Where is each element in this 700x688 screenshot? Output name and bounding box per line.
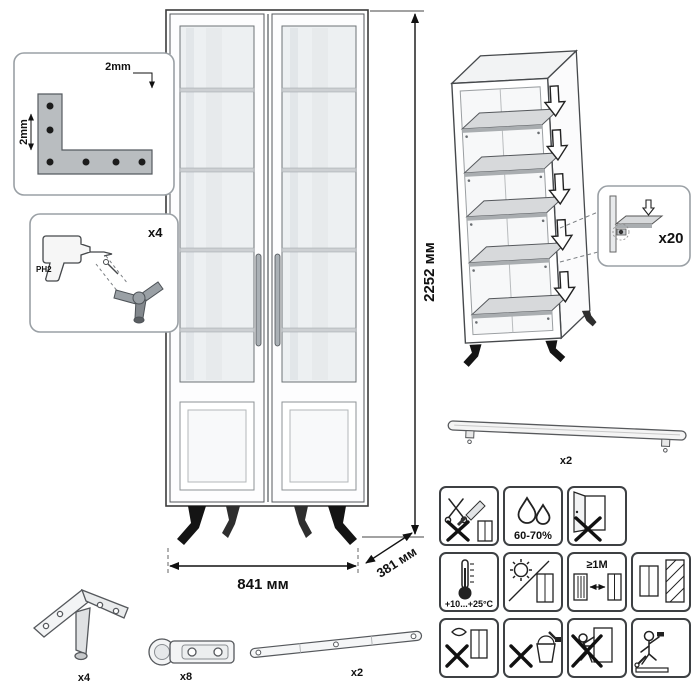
care-icon-no-solvents xyxy=(503,618,563,678)
no-climb-x-icon xyxy=(571,627,613,668)
leg-count-label: x4 xyxy=(78,672,91,684)
depth-dimension: 381 мм xyxy=(365,532,420,581)
care-icon-no-climbing xyxy=(567,618,627,678)
down-arrow-icon xyxy=(641,199,656,216)
right-door-handle xyxy=(274,253,281,347)
no-wet-clean-x-icon xyxy=(445,627,488,668)
wall-hatch-icon xyxy=(665,559,685,603)
drill-assembly-count-label: x4 xyxy=(148,225,163,240)
care-icon-humidity: 60-70% xyxy=(503,486,563,546)
drill-icon xyxy=(42,235,91,282)
corner-bracket-icon xyxy=(37,93,153,175)
drill-bit-label: PH2 xyxy=(36,265,52,274)
cabinet-legs xyxy=(177,506,357,545)
care-icon-temperature: +10...+25°C xyxy=(439,552,499,612)
exploded-shelves-view xyxy=(450,49,597,367)
care-icon-sun-protection xyxy=(503,552,563,612)
thermometer-icon xyxy=(458,559,474,600)
brace-part: x2 xyxy=(249,630,423,679)
bracket-side-offset-label: 2mm xyxy=(18,119,30,145)
care-icons-grid: 60-70% +10...+25°C xyxy=(439,486,691,678)
humidity-range-label: 60-70% xyxy=(514,530,552,542)
cabinet-leg-large-icon xyxy=(32,588,129,661)
down-arrow-icon xyxy=(543,85,576,303)
knife-icon xyxy=(456,500,486,527)
radiator-icon xyxy=(573,573,588,601)
corner-bracket-callout: 2mm 2mm xyxy=(13,52,175,196)
shelf-pin-count-label: x20 xyxy=(658,230,683,247)
shelf-pin-icon xyxy=(612,223,630,241)
right-glass-door xyxy=(271,13,365,503)
left-door-handle xyxy=(255,253,262,347)
bracket-top-offset-label: 2mm xyxy=(105,61,131,73)
leg-part: x4 xyxy=(32,588,129,684)
water-drops-icon xyxy=(517,496,551,525)
brace-strap-icon xyxy=(249,630,423,659)
cabinet-leg-icon xyxy=(113,281,164,324)
min-distance-label: ≥1M xyxy=(586,559,607,571)
hinge-part: x8 xyxy=(148,638,235,683)
hinge-count-label: x8 xyxy=(180,671,192,683)
care-icon-no-sharp-tools xyxy=(439,486,499,546)
height-dimension: 2252 мм xyxy=(362,10,438,538)
depth-dimension-label: 381 мм xyxy=(374,544,420,581)
width-dimension: 841 мм xyxy=(167,548,359,593)
sun-icon xyxy=(510,559,532,581)
main-cabinet xyxy=(165,9,369,545)
care-icon-heater-distance: ≥1M xyxy=(567,552,627,612)
height-dimension-label: 2252 мм xyxy=(421,242,438,302)
care-icon-no-door-force xyxy=(567,486,627,546)
bucket-icon xyxy=(536,631,561,663)
screw-icon xyxy=(103,259,119,275)
handle-count-label: x2 xyxy=(560,455,572,467)
brace-count-label: x2 xyxy=(351,667,363,679)
handle-part xyxy=(447,420,687,453)
width-dimension-label: 841 мм xyxy=(237,576,288,593)
care-icon-assembly-by-adult xyxy=(631,618,691,678)
left-glass-door xyxy=(169,13,265,503)
shelf-pin-callout: x20 xyxy=(597,185,691,267)
care-icon-wall-clearance xyxy=(631,552,691,612)
drill-assembly-callout: x4 PH2 xyxy=(29,213,179,333)
care-icon-no-wet-cleaning xyxy=(439,618,499,678)
shelf-with-arrow xyxy=(460,108,571,319)
assembly-person-icon xyxy=(634,630,669,673)
temperature-range-label: +10...+25°C xyxy=(445,599,494,609)
hinge-icon xyxy=(148,638,235,666)
open-door-x-icon xyxy=(573,491,606,542)
